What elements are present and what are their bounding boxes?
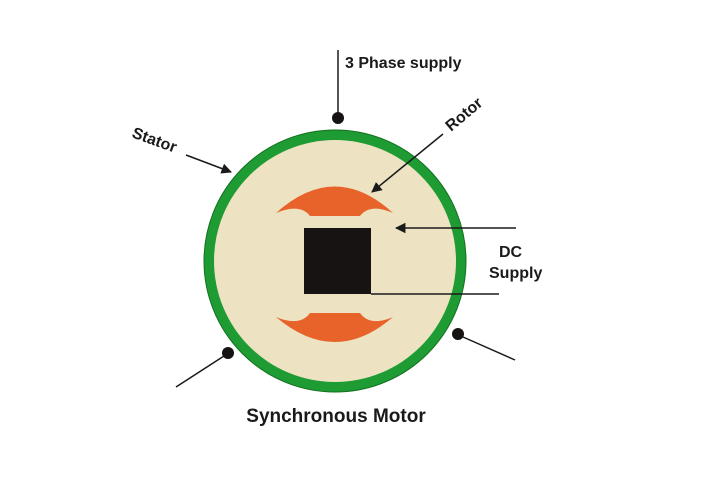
stator-arrow xyxy=(185,154,232,174)
dc-label-line2: Supply xyxy=(489,265,542,282)
terminal-lower-right xyxy=(452,328,464,340)
supply-label: 3 Phase supply xyxy=(345,55,462,72)
lead-lower-right xyxy=(462,336,516,361)
supply-terminal-top xyxy=(332,112,344,124)
rotor-pole-top xyxy=(276,186,393,216)
rotor-core xyxy=(304,228,371,294)
stator-label: Stator xyxy=(130,125,179,157)
lead-lower-left xyxy=(175,355,225,388)
diagram-caption: Synchronous Motor xyxy=(246,406,426,427)
rotor-label: Rotor xyxy=(443,95,487,135)
dc-label-line1: DC xyxy=(499,244,523,261)
terminal-lower-left xyxy=(222,347,234,359)
rotor-arrow xyxy=(371,133,444,193)
rotor-pole-bottom xyxy=(276,313,393,342)
